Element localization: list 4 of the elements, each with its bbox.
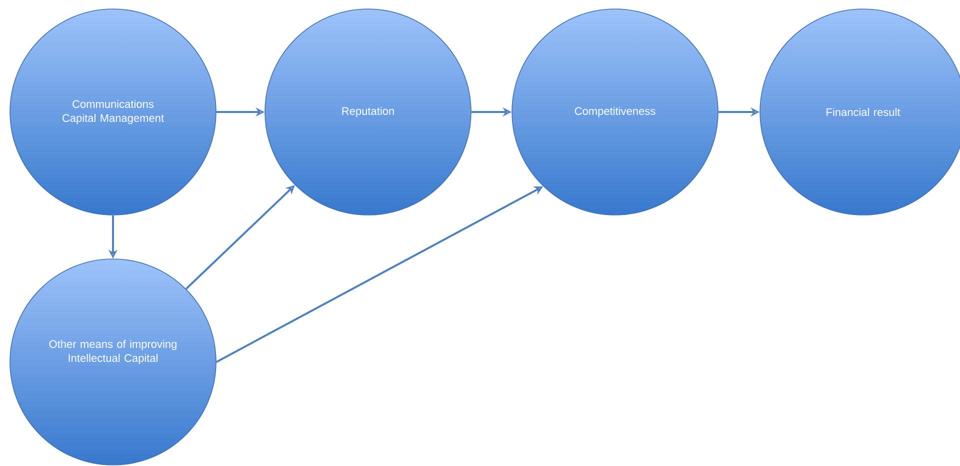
circle-node: Communications Capital Management xyxy=(10,8,216,216)
circle-node: Other means of improving Intellectual Capital xyxy=(10,258,216,466)
circle-node: Competitiveness xyxy=(512,8,718,216)
circle-node: Reputation xyxy=(264,8,472,216)
